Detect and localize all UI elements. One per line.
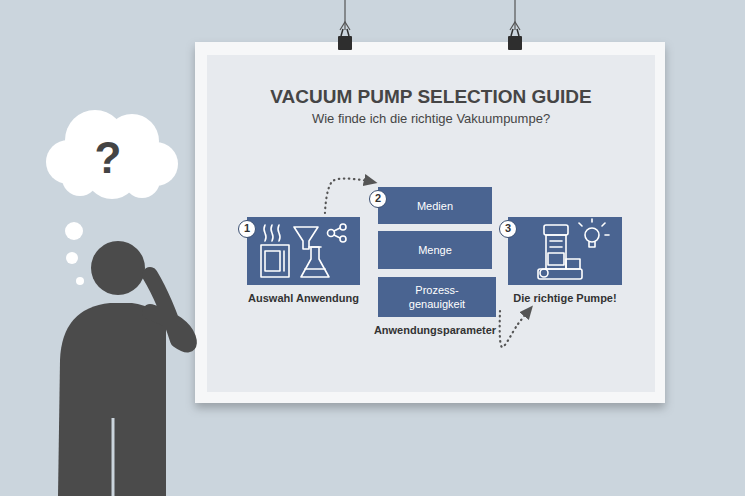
- box-shape: [247, 217, 360, 285]
- poster-sheet: [195, 42, 665, 403]
- box-label: Medien: [407, 195, 463, 217]
- group-label: Anwendungsparameter: [360, 324, 510, 336]
- application-box: Auswahl Anwendung: [247, 217, 360, 304]
- poster-title: VACUUM PUMP SELECTION GUIDE: [207, 86, 655, 108]
- box-shape: Medien: [378, 187, 492, 224]
- poster-clips: [340, 0, 520, 30]
- box-label: Prozess- genauigkeit: [378, 279, 496, 315]
- callout-number: 2: [369, 190, 387, 208]
- parameter-box: Menge: [378, 231, 492, 269]
- pump-icon: [508, 217, 622, 285]
- box-shape: [508, 217, 622, 285]
- poster-panel: [207, 55, 655, 392]
- dotted-arrow: [500, 309, 530, 347]
- callout-number: 3: [499, 220, 517, 238]
- box-heading: Die richtige Pumpe!: [483, 292, 647, 304]
- application-icon: [247, 217, 360, 285]
- binder-clips: [338, 29, 522, 50]
- callout-number: 1: [238, 220, 256, 238]
- box-shape: Prozess- genauigkeit: [378, 277, 496, 317]
- parameter-box: Medien: [378, 187, 492, 224]
- parameter-box: Prozess- genauigkeit: [378, 277, 496, 317]
- box-label: Menge: [408, 239, 462, 261]
- box-shape: Menge: [378, 231, 492, 269]
- dotted-arrow: [325, 179, 373, 213]
- person-silhouette: [58, 241, 189, 496]
- poster-subtitle: Wie finde ich die richtige Vakuumpumpe?: [207, 111, 655, 126]
- box-heading: Auswahl Anwendung: [222, 292, 385, 304]
- pump-box: Die richtige Pumpe!: [508, 217, 622, 304]
- question-mark: ?: [86, 132, 130, 184]
